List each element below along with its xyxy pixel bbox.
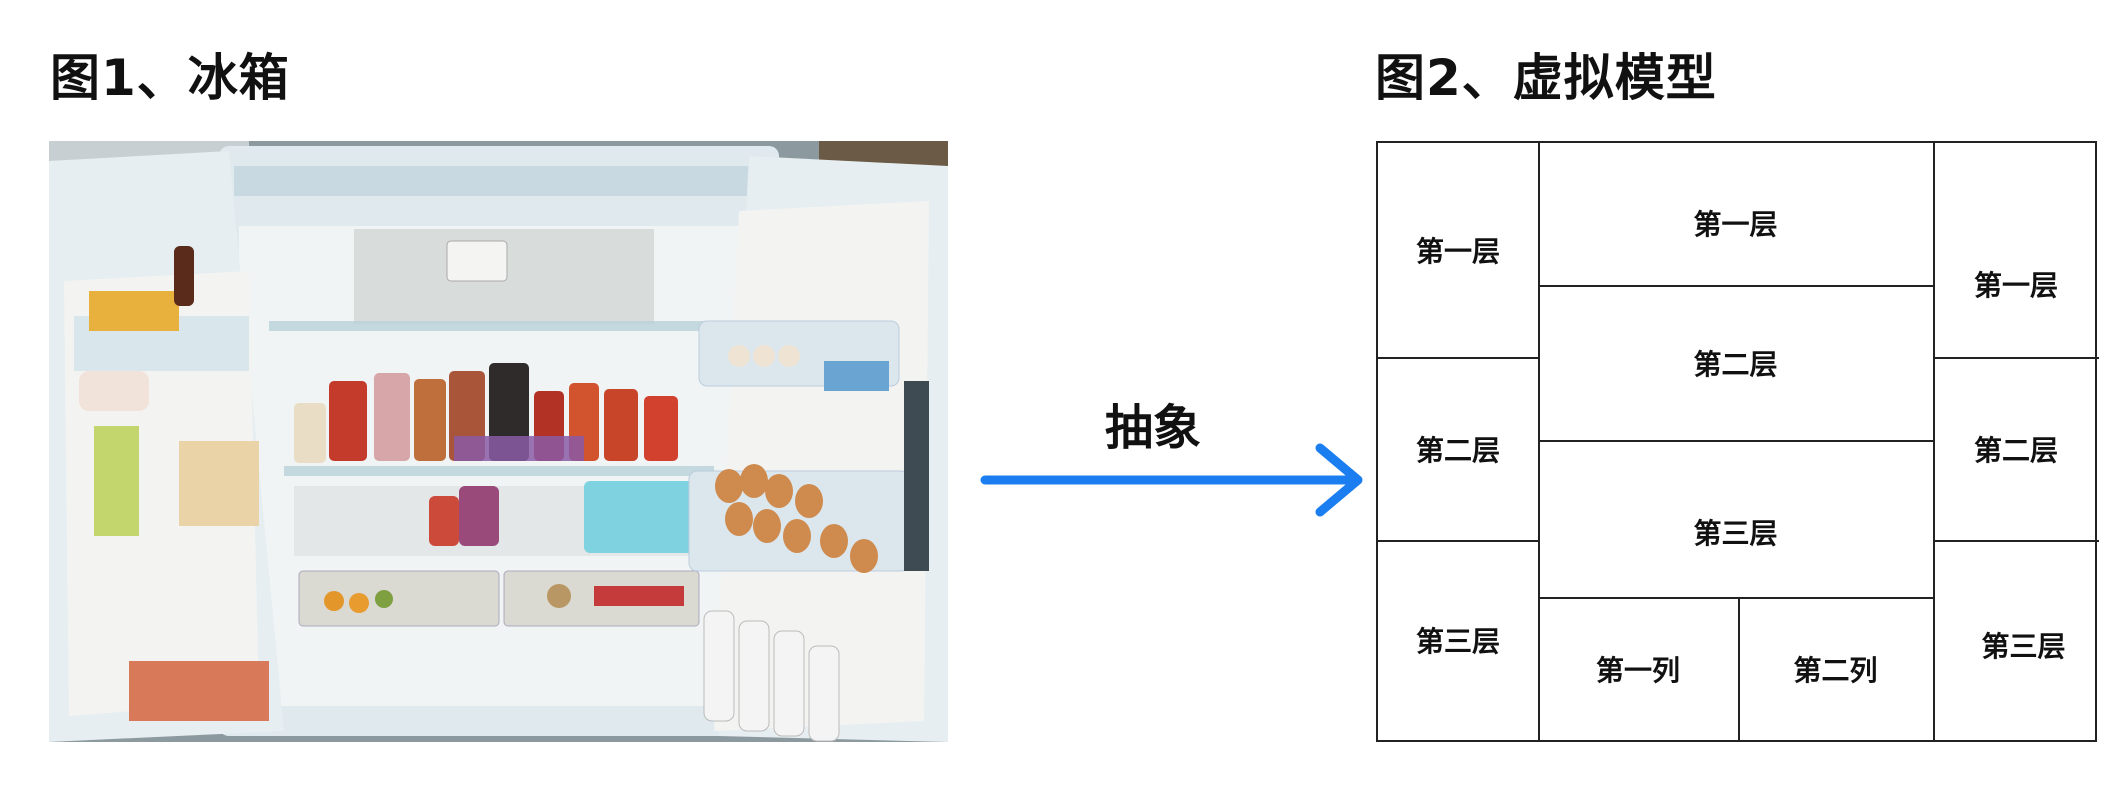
figure2-title: 图2、虚拟模型 (1375, 49, 1717, 107)
right-door-layer-1: 第一层 (1973, 269, 2058, 302)
virtual-model-grid: 第一层 第二层 第三层 第一层 第二层 第三层 第一列 第二列 第一层 第二层 … (1376, 141, 2099, 742)
figure1-title: 图1、冰箱 (50, 49, 290, 107)
right-arrow-icon (980, 443, 1363, 517)
arrow-label: 抽象 (1105, 400, 1202, 456)
left-door-layer-3: 第三层 (1415, 625, 1500, 658)
drawer-column-2: 第二列 (1793, 653, 1878, 687)
center-layer-1: 第一层 (1693, 208, 1778, 241)
left-door-layer-1: 第一层 (1415, 235, 1500, 268)
right-door-layer-3: 第三层 (1981, 630, 2066, 663)
fridge-photo (49, 141, 948, 742)
drawer-column-1: 第一列 (1595, 653, 1680, 687)
center-layer-3: 第三层 (1693, 516, 1778, 550)
left-door-layer-2: 第二层 (1415, 433, 1500, 467)
right-door-layer-2: 第二层 (1973, 433, 2058, 467)
center-layer-2: 第二层 (1693, 347, 1778, 381)
